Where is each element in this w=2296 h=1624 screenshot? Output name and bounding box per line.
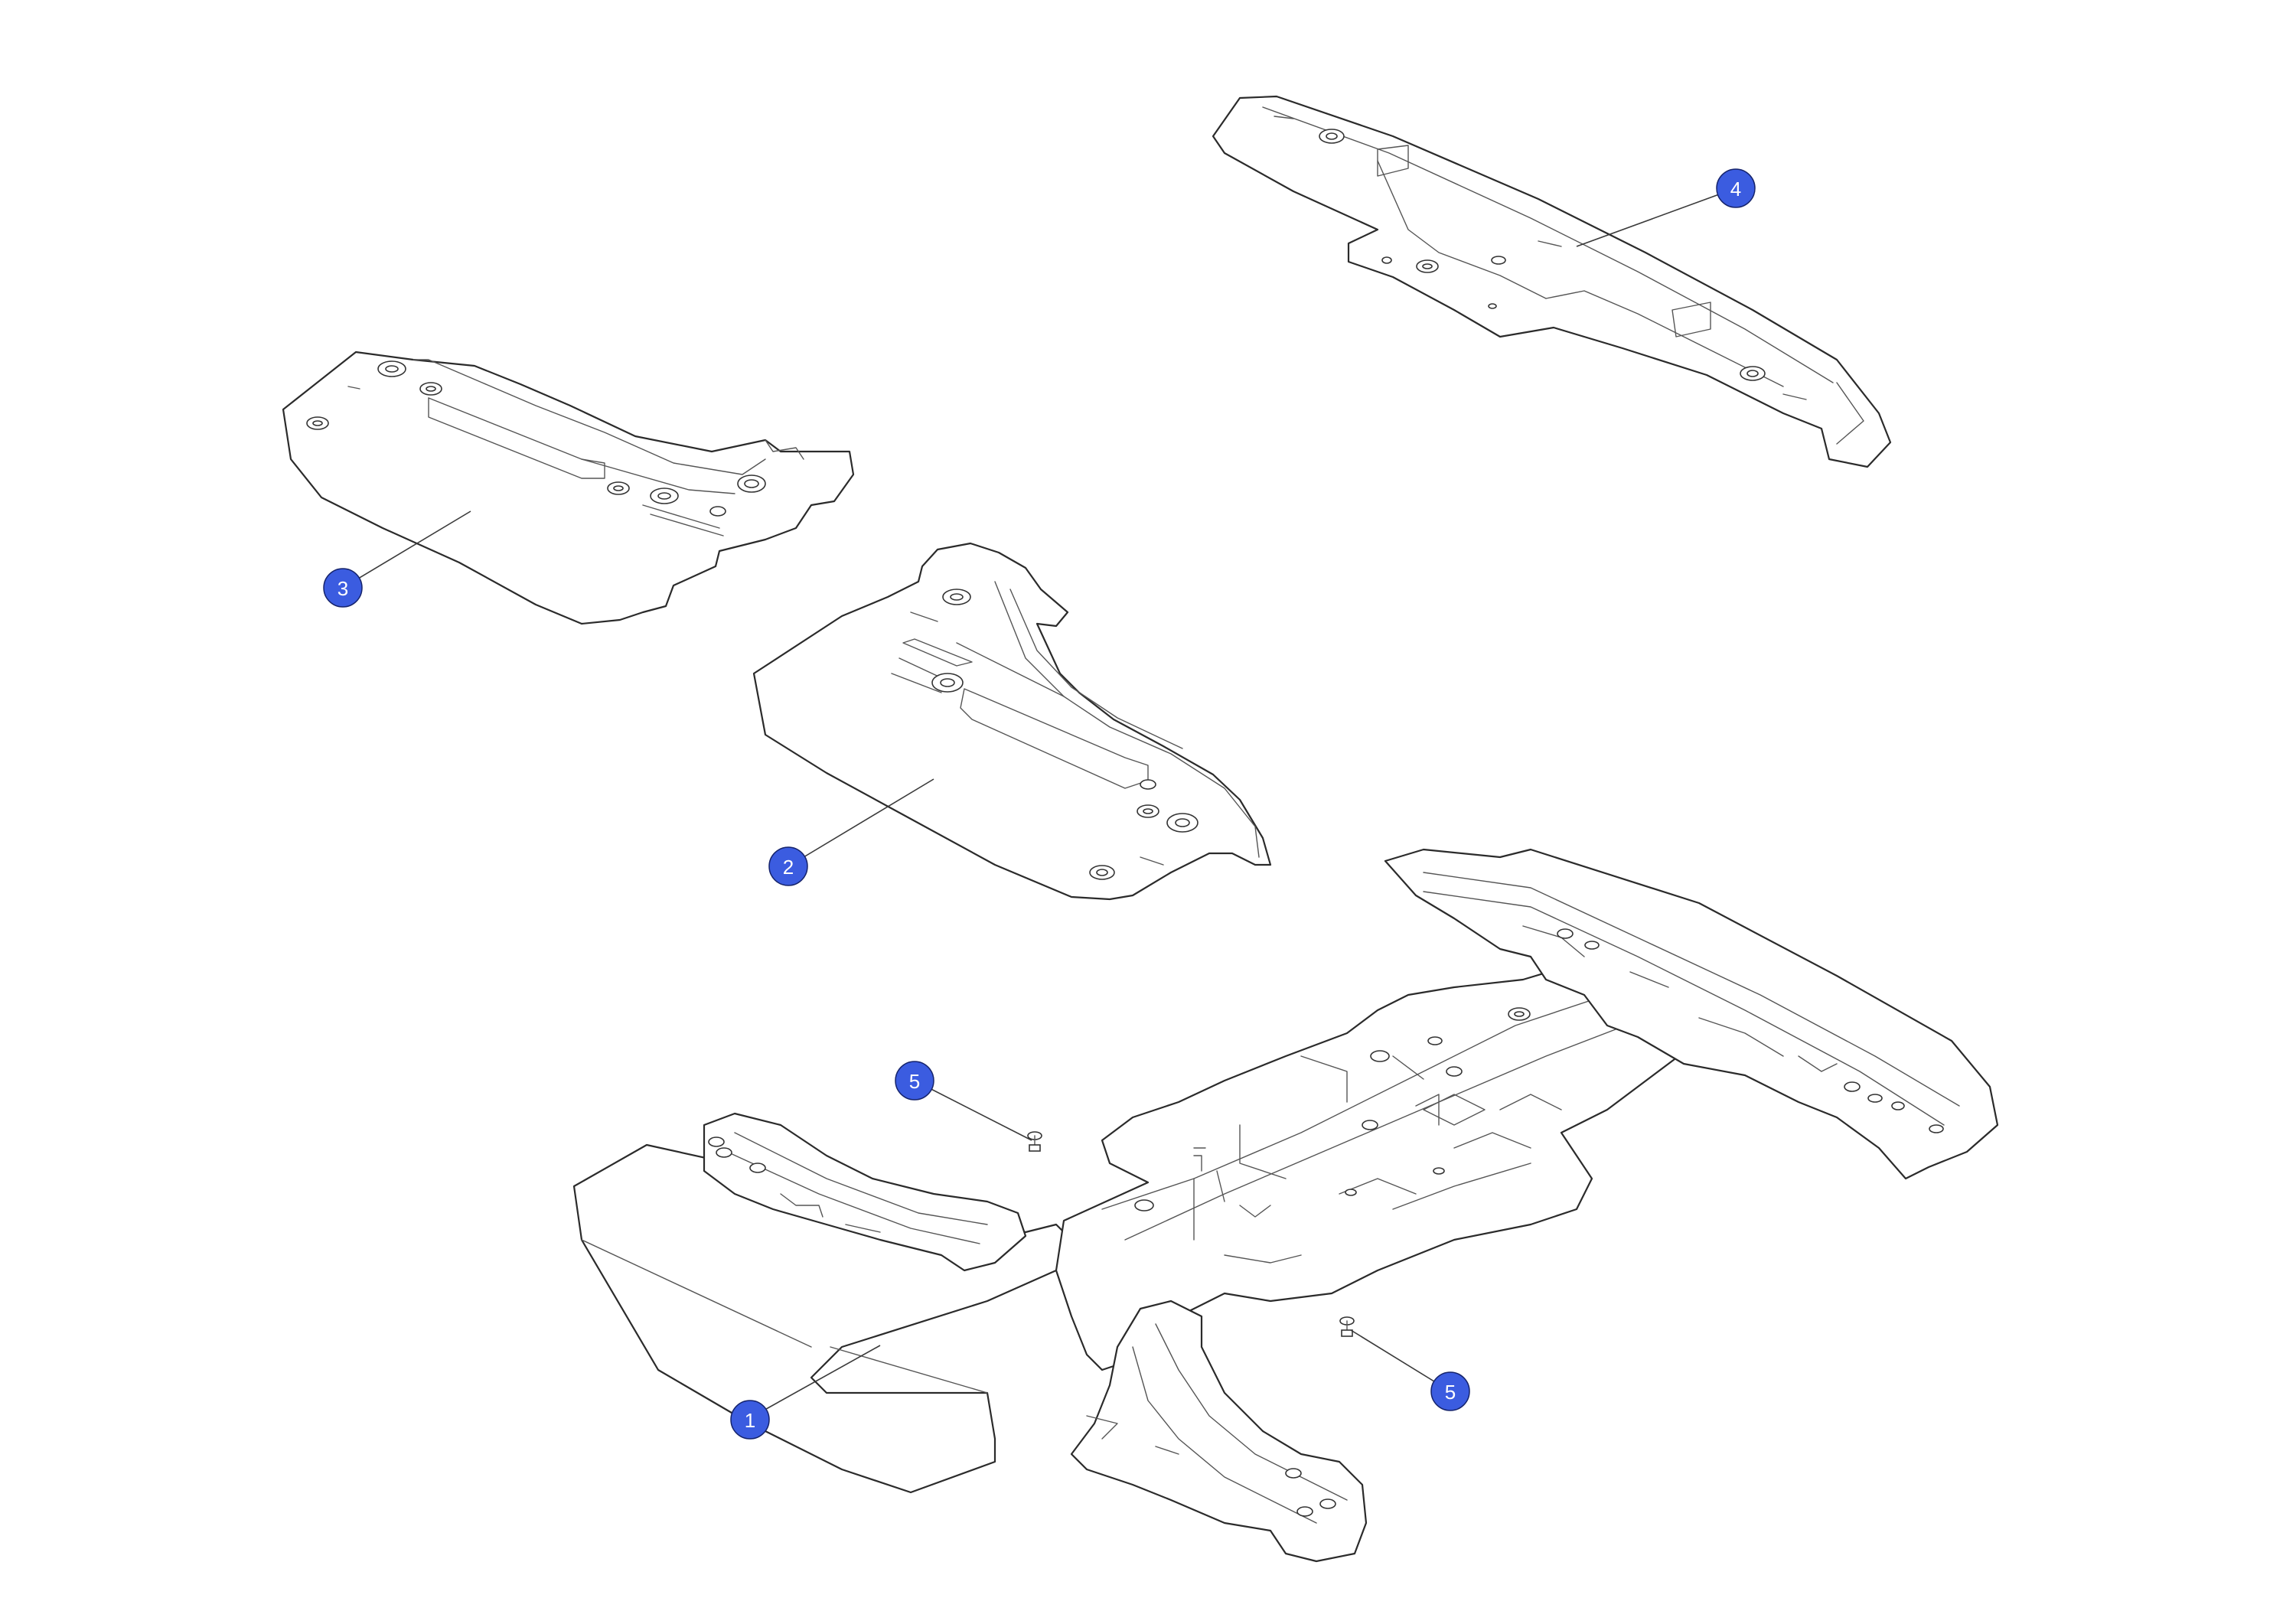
callout-4-label: 4 [1730, 178, 1741, 201]
callout-5b-label: 5 [1445, 1381, 1456, 1404]
callout-2-label: 2 [783, 856, 794, 879]
leader-line-5a [914, 1080, 1032, 1141]
part-2-floor-panel [752, 542, 1272, 901]
callout-3-label: 3 [338, 577, 348, 600]
callout-5a[interactable]: 5 [895, 1061, 934, 1101]
callout-4-circle [1716, 168, 1756, 208]
leader-line-1 [753, 1345, 881, 1417]
callout-5b-circle [1430, 1371, 1470, 1411]
part-1-floor-assembly [572, 848, 1999, 1563]
part-4-cross-member [1212, 95, 1892, 468]
callout-3[interactable]: 3 [323, 568, 363, 608]
callout-1-circle [730, 1400, 770, 1440]
leader-line-4 [1576, 188, 1737, 247]
callout-4[interactable]: 4 [1716, 168, 1756, 208]
part-3-floor-panel [282, 351, 855, 625]
callout-3-circle [323, 568, 363, 608]
leader-line-3 [342, 510, 471, 589]
callout-5b[interactable]: 5 [1430, 1371, 1470, 1411]
callout-2-circle [768, 846, 808, 886]
part-5a-bolt [1027, 1131, 1042, 1152]
part-5b-bolt [1339, 1316, 1355, 1337]
callout-5a-label: 5 [909, 1070, 920, 1093]
leader-line-2 [788, 778, 934, 867]
callout-1-label: 1 [745, 1409, 755, 1432]
callout-5a-circle [895, 1061, 934, 1101]
callout-1[interactable]: 1 [730, 1400, 770, 1440]
callout-2[interactable]: 2 [768, 846, 808, 886]
